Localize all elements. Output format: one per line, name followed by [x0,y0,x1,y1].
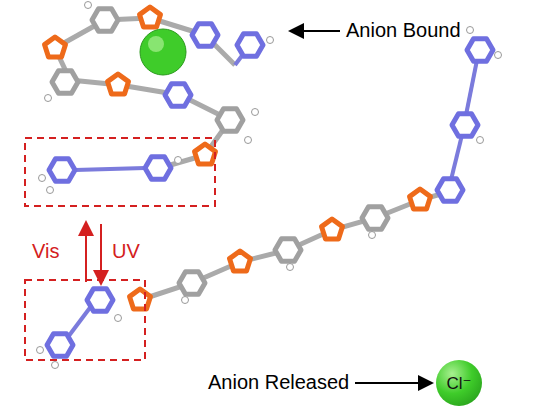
light-label: UV [112,240,140,263]
ion-label: Cl⁻ [446,373,471,394]
switch-arrows [86,224,101,282]
bound-receptor [25,2,274,207]
light-label: Vis [32,240,59,263]
released-receptor [25,27,502,369]
state-label: Anion Bound [346,19,461,42]
state-label: Anion Released [208,371,349,394]
leader-arrows [296,31,426,383]
chloride-ion: Cl⁻ [436,360,482,406]
